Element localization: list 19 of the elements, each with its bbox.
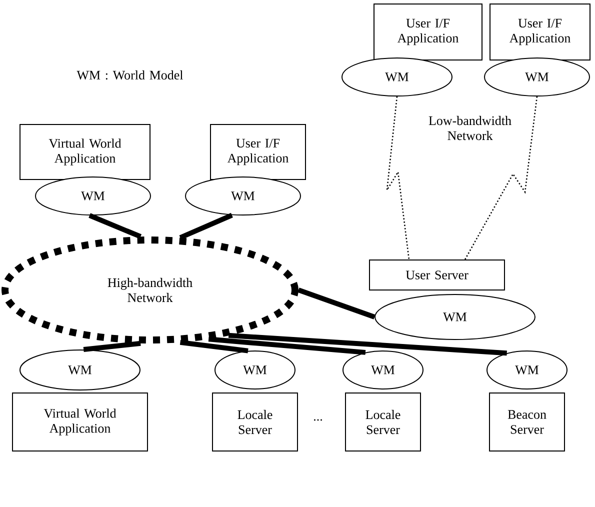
box: User I/F Application [490,4,590,60]
box: Locale Server [212,392,298,452]
ellipsis: ... [314,419,322,421]
box: User I/F Application [374,4,482,60]
legend-text: WM : World Model [76,70,184,80]
connector-line [386,96,410,260]
box: Locale Server [345,392,421,452]
connector-line [180,340,248,354]
connector-line [464,96,538,260]
box: Virtual World Application [20,124,150,180]
connector-line [179,212,233,240]
box: Beacon Server [489,392,565,452]
network-label: Low-bandwidth Network [428,116,512,140]
box: User Server [369,260,505,290]
connector-line [208,336,366,355]
box: Virtual World Application [12,392,148,452]
node-label: WM [525,72,549,82]
box: User I/F Application [210,124,306,180]
connector-line [298,288,376,320]
